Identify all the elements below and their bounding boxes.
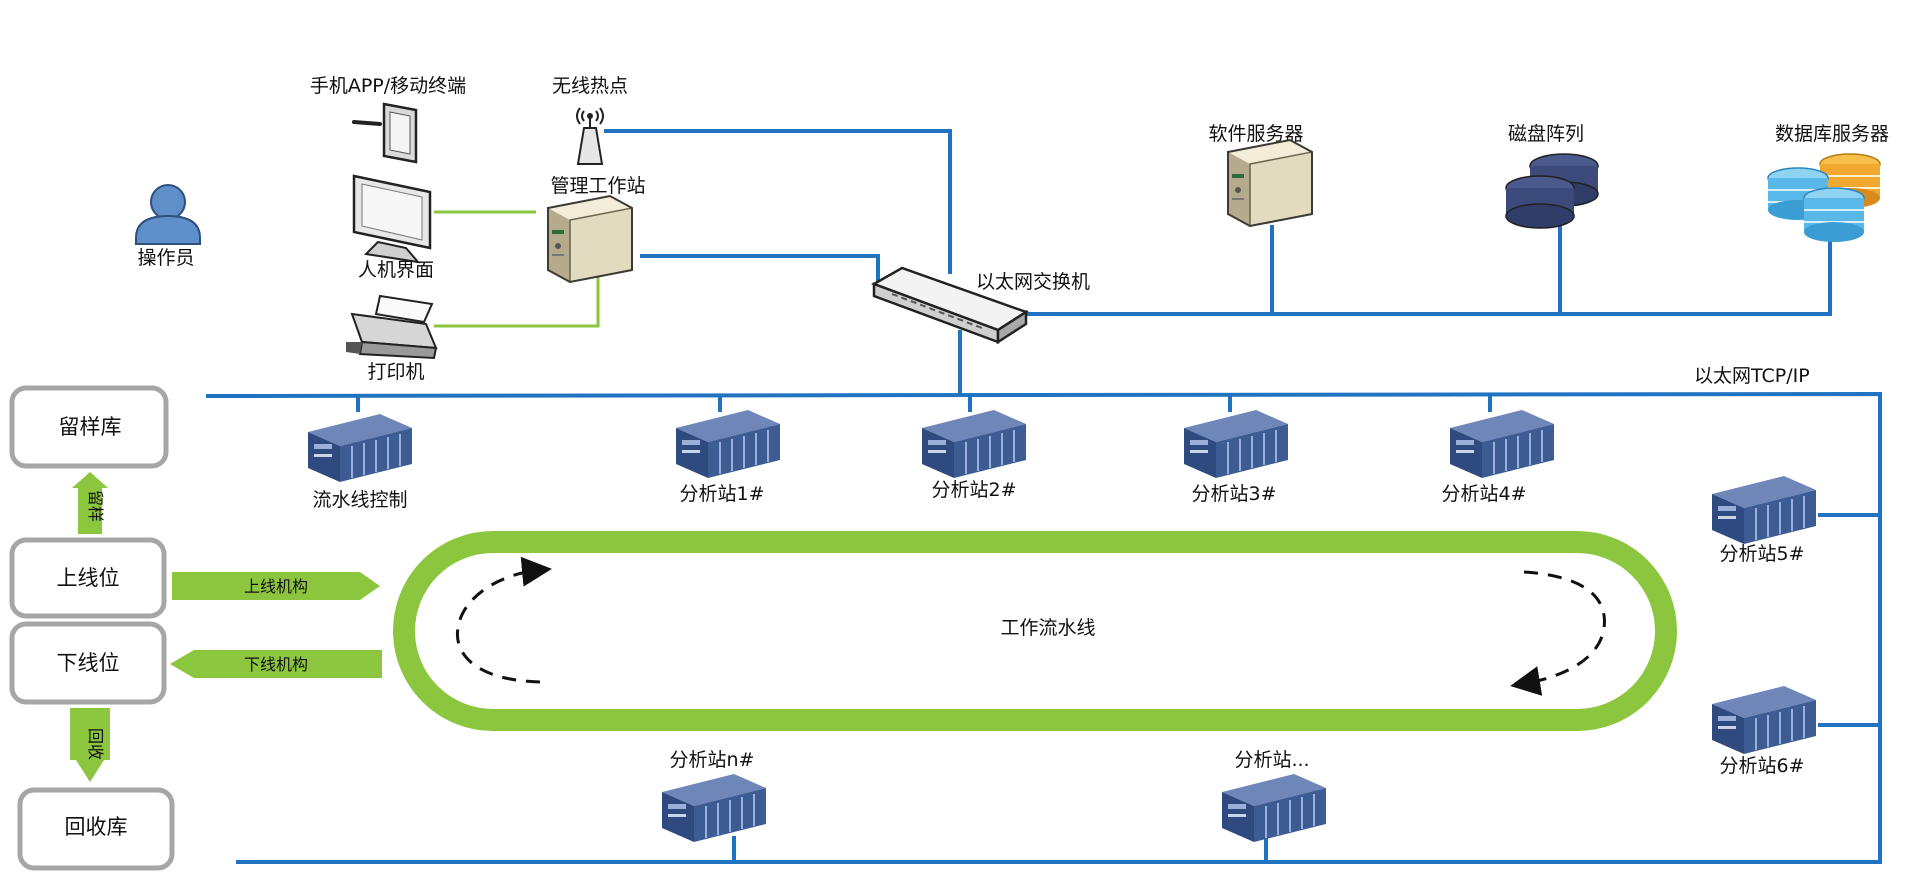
wireless-hotspot-label: 无线热点: [552, 75, 628, 97]
keep-sample-label: 留样: [86, 490, 105, 522]
network-tcpip-label: 以太网TCP/IP: [1694, 365, 1810, 387]
flow-arrow-left: [455, 556, 552, 684]
network-switch-icon: [871, 266, 1029, 345]
plc-line-control-label: 流水线控制: [312, 489, 407, 511]
plc-station-more-label: 分析站...: [1234, 749, 1309, 771]
offline-mechanism-arrow: [170, 650, 382, 678]
wifi-antenna-icon: [576, 107, 604, 165]
recycle-label: 回收: [86, 728, 105, 760]
online-pos-label: 上线位: [57, 566, 120, 590]
plc-station-5-label: 分析站5#: [1719, 543, 1804, 565]
work-pipeline-label: 工作流水线: [1000, 617, 1095, 639]
online-mechanism-arrow: [172, 572, 380, 600]
hmi-label: 人机界面: [358, 259, 434, 281]
ethernet-switch-label: 以太网交换机: [976, 271, 1090, 293]
printer-label: 打印机: [367, 361, 424, 383]
plc-station-3-icon: [1183, 409, 1289, 479]
work-pipeline-track: [393, 531, 1677, 731]
local-links: [434, 210, 600, 328]
side-boxes: [9, 385, 175, 871]
sample-store-label: 留样库: [59, 415, 122, 439]
plc-station-1-icon: [675, 409, 781, 479]
ethernet-network-lines: [205, 129, 1882, 864]
disk-array-label: 磁盘阵列: [1508, 123, 1584, 145]
plc-station-4-icon: [1449, 409, 1555, 479]
offline-pos-label: 下线位: [57, 651, 120, 675]
plc-station-6-label: 分析站6#: [1719, 755, 1804, 777]
plc-station-2-icon: [921, 409, 1027, 479]
recycle-arrow: [70, 708, 110, 782]
recycle-store-label: 回收库: [65, 815, 128, 839]
offline-mechanism-label: 下线机构: [244, 655, 308, 674]
printer-icon: [346, 294, 438, 360]
mgmt-workstation-icon: [547, 195, 633, 283]
operator-label: 操作员: [137, 247, 194, 269]
database-icon: [1767, 153, 1881, 242]
tablet-icon: [352, 102, 418, 164]
plc-station-3-label: 分析站3#: [1191, 483, 1276, 505]
software-server-label: 软件服务器: [1208, 123, 1303, 145]
software-server-icon: [1227, 139, 1313, 227]
online-mechanism-label: 上线机构: [244, 577, 308, 596]
plc-line-control-icon: [307, 413, 413, 483]
db-server-label: 数据库服务器: [1775, 123, 1889, 145]
plc-station-n-icon: [661, 773, 767, 843]
plc-station-more-icon: [1221, 773, 1327, 843]
plc-station-4-label: 分析站4#: [1441, 483, 1526, 505]
keep-sample-arrow: [72, 472, 108, 534]
disk-stack-icon: [1505, 153, 1599, 229]
plc-station-5-icon: [1711, 475, 1817, 545]
monitor-icon: [352, 174, 432, 264]
plc-station-6-icon: [1711, 685, 1817, 755]
mgmt-workstation-label: 管理工作站: [550, 175, 645, 197]
flow-arrow-right: [1510, 570, 1606, 696]
plc-station-n-label: 分析站n#: [670, 749, 755, 771]
plc-station-1-label: 分析站1#: [679, 483, 764, 505]
operator-icon: [135, 184, 201, 245]
mobile-terminal-label: 手机APP/移动终端: [310, 75, 466, 97]
plc-station-2-label: 分析站2#: [931, 479, 1016, 501]
